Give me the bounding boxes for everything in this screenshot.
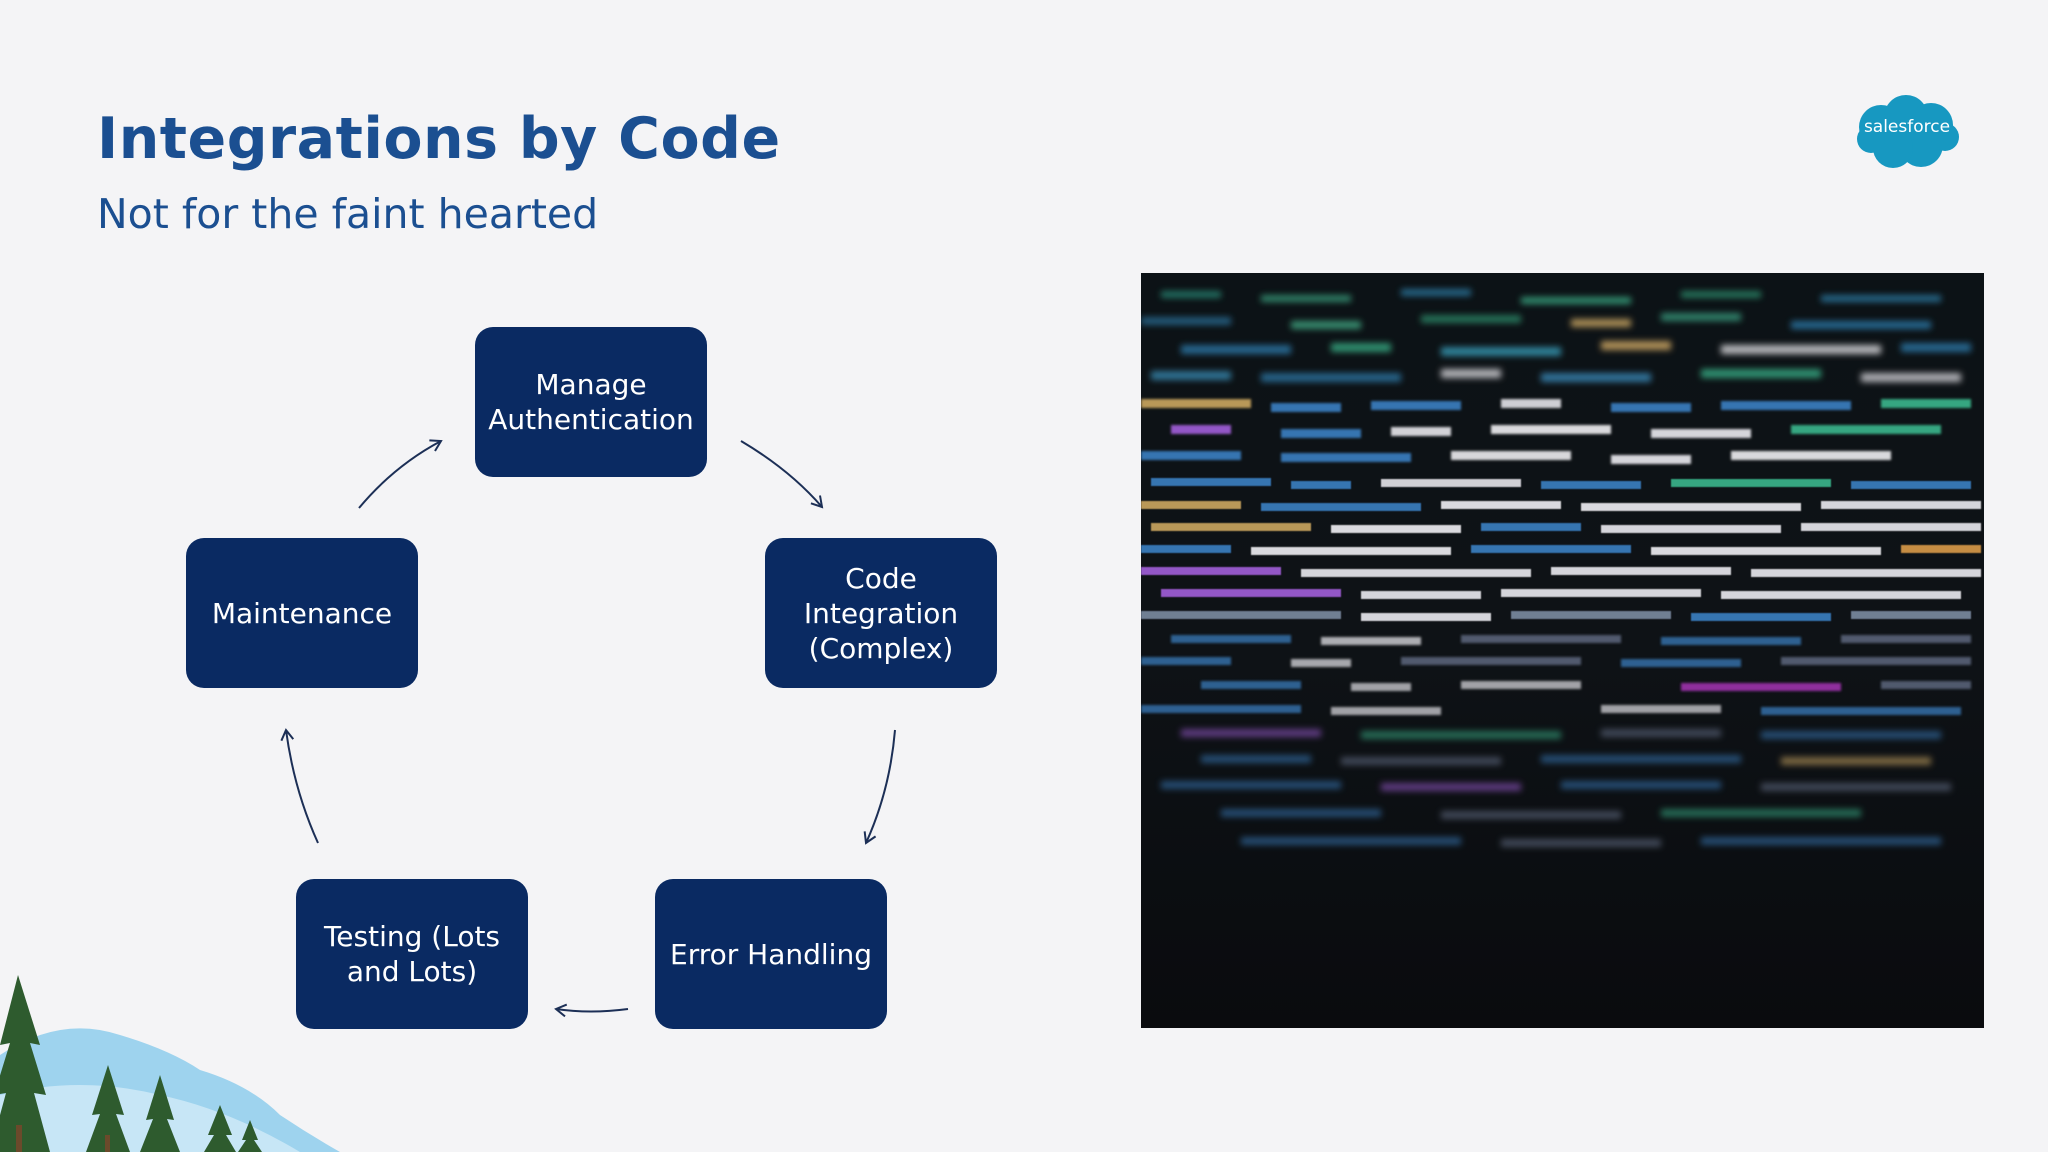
arrow-error-to-testing: [554, 1003, 629, 1018]
slide-title: Integrations by Code: [97, 106, 781, 172]
trees-illustration: [0, 975, 340, 1152]
node-code-integration: Code Integration (Complex): [765, 538, 997, 688]
arrow-code-to-error: [863, 729, 896, 845]
code-photo: [1141, 273, 1984, 1028]
code-photo-art: [1141, 273, 1984, 1028]
salesforce-logo: salesforce: [1851, 93, 1963, 173]
node-maintenance: Maintenance: [186, 538, 418, 688]
arrow-testing-to-maintenance: [280, 728, 319, 844]
node-error-handling: Error Handling: [655, 879, 887, 1029]
node-manage-authentication: Manage Authentication: [475, 327, 707, 477]
slide-subtitle: Not for the faint hearted: [97, 190, 599, 238]
logo-text: salesforce: [1863, 117, 1951, 137]
arrow-auth-to-code: [740, 440, 824, 509]
arrow-maintenance-to-auth: [358, 439, 443, 509]
node-testing: Testing (Lots and Lots): [296, 879, 528, 1029]
